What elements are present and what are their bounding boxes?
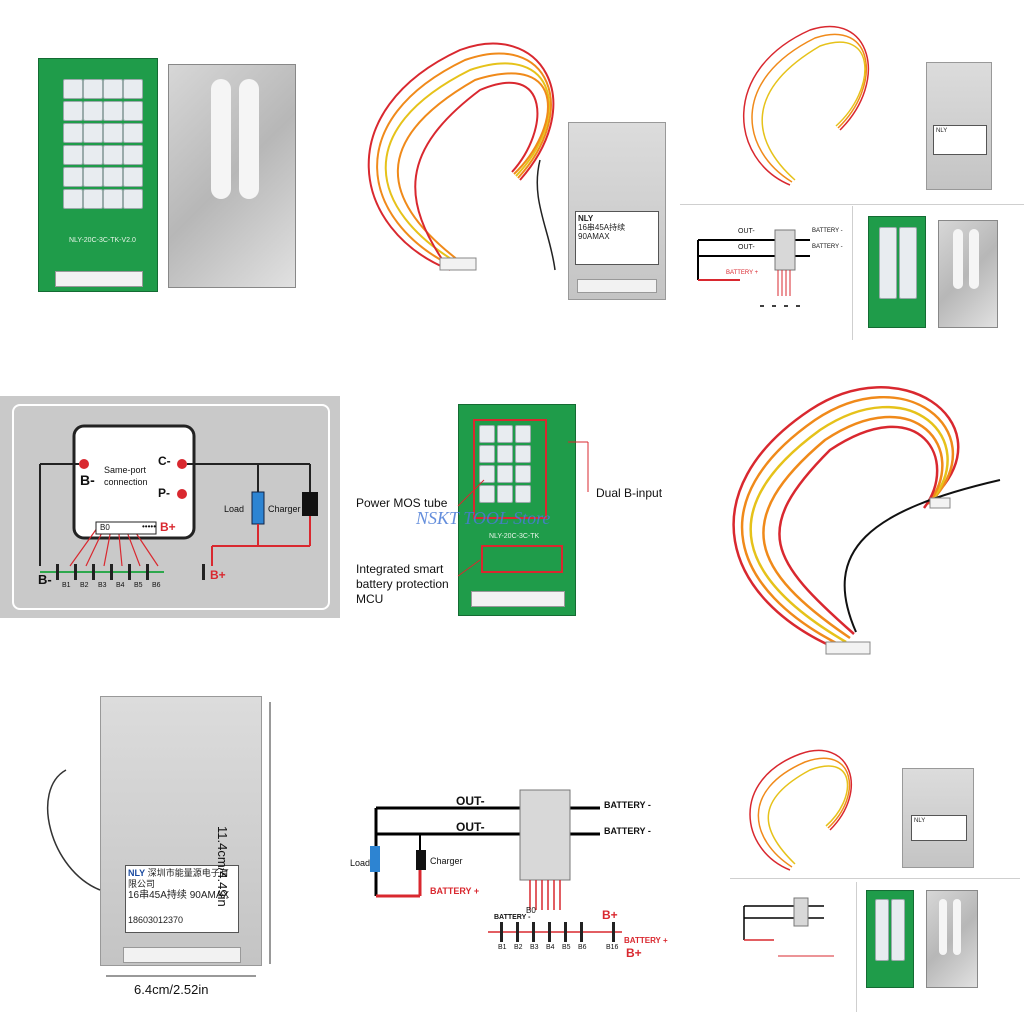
pcb-board: NLY-20C-3C-TK-V2.0 [38, 58, 158, 292]
b-plus-label-large: B+ [602, 908, 618, 922]
bms-module: NLY 16串45A持续 90AMAX [568, 122, 666, 300]
dots-label: ••••• [142, 522, 157, 531]
cell-b4-large: B4 [546, 944, 555, 951]
same-port-label: Same-port connection [104, 465, 148, 487]
thumb-wires-module: NLY [700, 10, 1000, 200]
out-minus-bottom: OUT- [456, 820, 485, 834]
module-label: NLY 16串45A持续 90AMAX [575, 211, 659, 265]
dimension-width: 6.4cm/2.52in [134, 982, 209, 997]
battery-plus-label: BATTERY + [726, 270, 759, 276]
photo-board-and-heatsink: NLY-20C-3C-TK-V2.0 [30, 50, 310, 300]
battery-minus-label-1: BATTERY - [812, 228, 843, 234]
heatsink-plate [168, 64, 296, 288]
battery-plus-label-large: BATTERY + [430, 886, 480, 896]
connection-diagram-large: OUT- OUT- BATTERY - BATTERY - Load Charg… [340, 780, 680, 980]
photo-wires-and-module: NLY 16串45A持续 90AMAX [340, 30, 670, 310]
b0-label-large: B0 [526, 906, 536, 915]
thumb-board-heatsink [858, 210, 1008, 335]
module-dimensions: NLY 深圳市能量源电子有限公司 16串45A持续 90AMAX 1860301… [30, 680, 330, 1020]
b-minus-top-label: B- [80, 472, 95, 488]
cell-b4: B4 [116, 582, 125, 589]
b-plus-top-label: B+ [160, 520, 176, 534]
cell-b2-large: B2 [514, 944, 523, 951]
watermark: NSKT TOOL Store [416, 508, 551, 528]
battery-minus-label-2: BATTERY - [812, 244, 843, 250]
battery-minus-bottom: BATTERY - [604, 826, 651, 836]
b-plus-bottom-label: B+ [210, 568, 226, 582]
cell-b6: B6 [152, 582, 161, 589]
cell-b3: B3 [98, 582, 107, 589]
b-plus-right: B+ [626, 946, 642, 960]
module-large: NLY 深圳市能量源电子有限公司 16串45A持续 90AMAX 1860301… [100, 696, 262, 966]
out-minus-top: OUT- [456, 794, 485, 808]
annotated-board: NLY-20C-3C-TK Power MOS tube Dual B-inpu… [350, 400, 680, 620]
bms-module-small: NLY [926, 62, 992, 190]
p-minus-label: P- [158, 486, 170, 500]
annotated-silkscreen: NLY-20C-3C-TK [489, 533, 540, 540]
power-mos-label: Power MOS tube [356, 496, 448, 510]
cell-b16-large: B16 [606, 944, 619, 951]
dual-b-input-label: Dual B-input [596, 486, 663, 500]
b-minus-bottom-label: B- [38, 572, 52, 587]
wiring-diagram-panel: B- Same-port connection C- P- B0 ••••• B… [0, 396, 340, 618]
cell-b1-large: B1 [498, 944, 507, 951]
cell-b2: B2 [80, 582, 89, 589]
charger-label-large: Charger [430, 856, 463, 866]
wire-harness-image [367, 42, 556, 271]
charger-label: Charger [268, 504, 301, 514]
thumb-connection-diagram: OUT- OUT- BATTERY - BATTERY - BATTERY + [680, 206, 850, 340]
board-silkscreen: NLY-20C-3C-TK-V2.0 [69, 237, 136, 244]
out-minus-label-1: OUT- [738, 228, 755, 235]
out-minus-label-2: OUT- [738, 244, 755, 251]
mcu-label: Integrated smart battery protection MCU [356, 562, 449, 606]
cell-b5: B5 [134, 582, 143, 589]
b0-label: B0 [100, 523, 110, 532]
battery-minus-small: BATTERY - [494, 914, 531, 921]
cell-b6-large: B6 [578, 944, 587, 951]
battery-minus-top: BATTERY - [604, 800, 651, 810]
battery-plus-right: BATTERY + [624, 936, 668, 945]
thumb-collage-bottom: NLY [730, 740, 1020, 1020]
load-label: Load [224, 504, 245, 514]
cell-b1: B1 [62, 582, 71, 589]
photo-wire-harness-large [700, 350, 1020, 670]
cell-b5-large: B5 [562, 944, 571, 951]
module-spec-label: NLY 深圳市能量源电子有限公司 16串45A持续 90AMAX 1860301… [125, 865, 239, 933]
c-minus-label: C- [158, 454, 171, 468]
annotated-pcb: NLY-20C-3C-TK [458, 404, 576, 616]
cell-b3-large: B3 [530, 944, 539, 951]
load-label-large: Load [350, 858, 371, 868]
dimension-height: 11.4cm/4.49in [215, 826, 230, 907]
